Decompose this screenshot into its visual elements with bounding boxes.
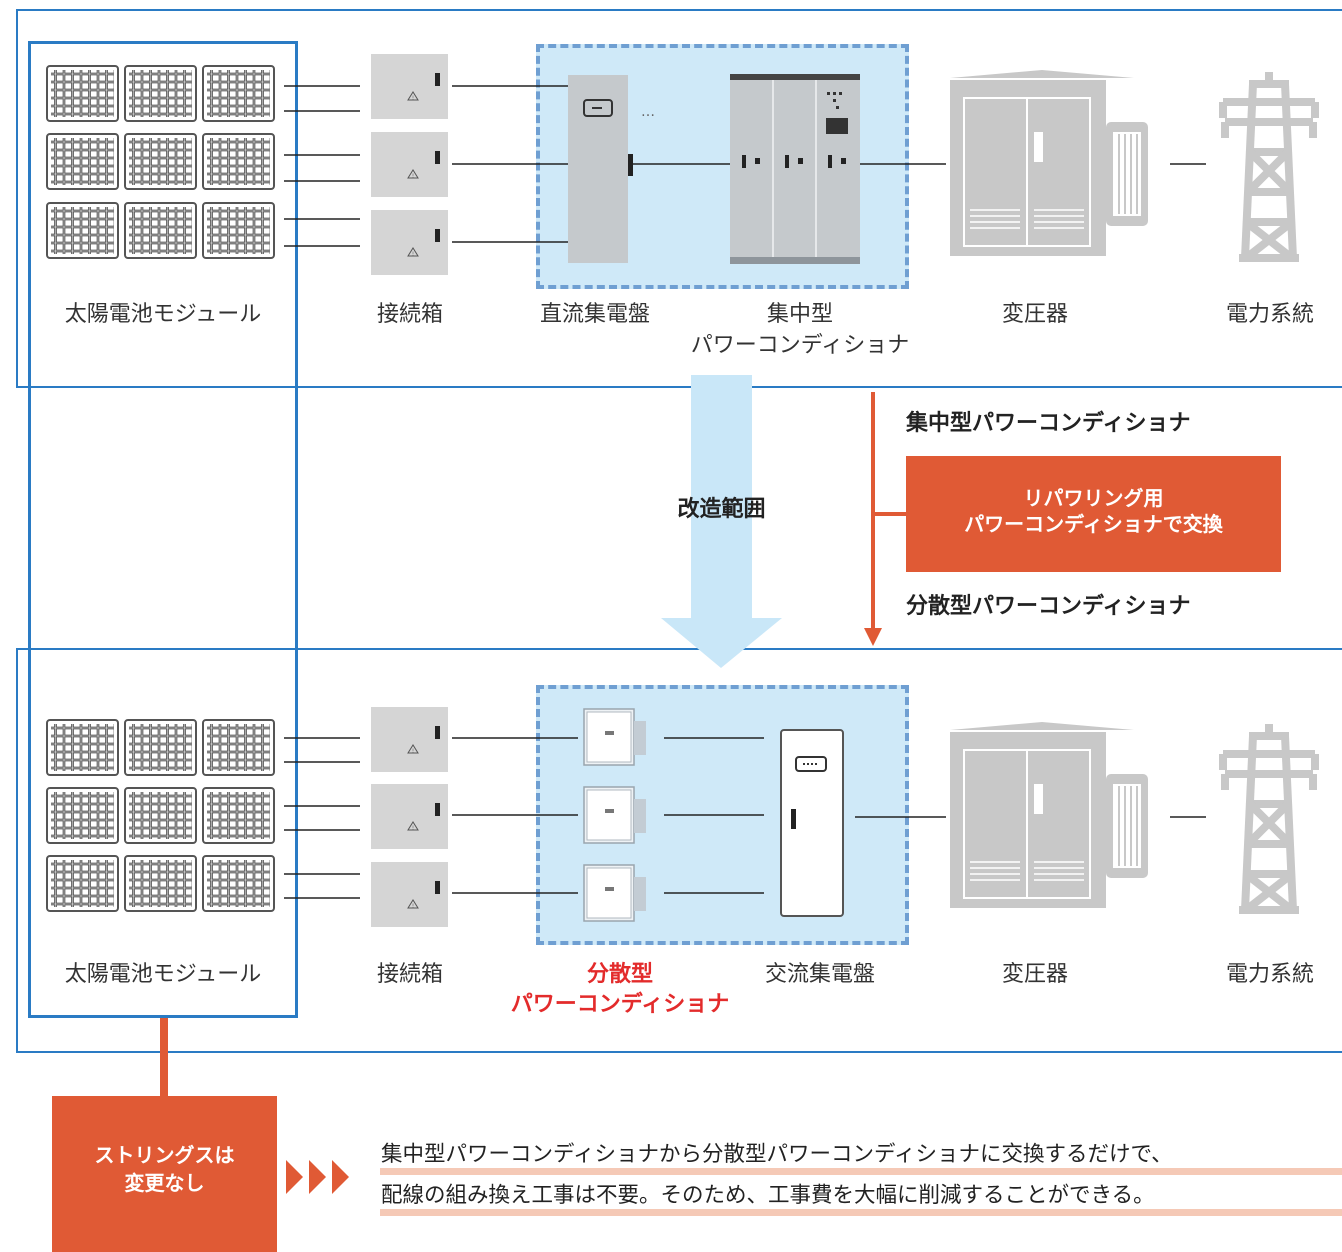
bottom-label-pcs-2: パワーコンディショナ bbox=[510, 992, 730, 1017]
to-string-pcs-label: 分散型パワーコンディショナ bbox=[906, 594, 1191, 619]
modification-scope-label: 改造範囲 bbox=[677, 497, 766, 522]
footer-description-line1: 集中型パワーコンディショナから分散型パワーコンディショナに交換するだけで、 bbox=[381, 1142, 1173, 1167]
top-label-junction-box: 接続箱 bbox=[376, 302, 443, 327]
bottom-label-junction-box: 接続箱 bbox=[376, 962, 443, 987]
modification-scope-arrow bbox=[661, 375, 782, 668]
top-label-pcs-2: パワーコンディショナ bbox=[690, 333, 910, 358]
ac-collector-board bbox=[780, 729, 844, 917]
top-label-pcs-1: 集中型 bbox=[766, 302, 833, 327]
bottom-junction-boxes bbox=[370, 706, 449, 928]
bottom-system-frame bbox=[16, 648, 1342, 1053]
top-label-transformer: 変圧器 bbox=[1001, 302, 1068, 327]
module-strings-frame bbox=[28, 41, 298, 1018]
bottom-label-grid: 電力系統 bbox=[1225, 962, 1314, 987]
bottom-label-ac-board: 交流集電盤 bbox=[764, 962, 875, 987]
desc-highlight-1 bbox=[380, 1168, 1342, 1175]
bottom-label-modules: 太陽電池モジュール bbox=[64, 962, 262, 987]
top-system-frame bbox=[16, 9, 1342, 388]
replacement-badge-line2: パワーコンディショナで交換 bbox=[964, 512, 1223, 536]
bottom-grid-tower-icon bbox=[1223, 724, 1315, 910]
top-grid-tower-icon bbox=[1223, 72, 1315, 258]
top-junction-boxes bbox=[370, 53, 449, 276]
replacement-badge-line1: リパワリング用 bbox=[1023, 486, 1164, 510]
strings-unchanged-badge: ストリングスは 変更なし bbox=[52, 1096, 277, 1252]
bottom-label-transformer: 変圧器 bbox=[1001, 962, 1068, 987]
replacement-arrow bbox=[864, 392, 908, 646]
bottom-solar-modules bbox=[46, 719, 275, 912]
footer-description-line2: 配線の組み換え工事は不要。そのため、工事費を大幅に削減することができる。 bbox=[381, 1183, 1155, 1208]
replacement-badge: リパワリング用 パワーコンディショナで交換 bbox=[906, 456, 1281, 572]
strings-unchanged-line1: ストリングスは bbox=[94, 1143, 235, 1167]
dc-collector-board: … bbox=[568, 75, 655, 263]
bottom-transformer-icon bbox=[949, 721, 1149, 909]
footer-connector bbox=[160, 1018, 168, 1096]
triple-arrow-icon bbox=[286, 1160, 349, 1194]
central-pcs-cabinet bbox=[730, 74, 860, 264]
svg-text:…: … bbox=[641, 104, 655, 120]
top-label-grid: 電力系統 bbox=[1225, 302, 1314, 327]
from-central-pcs-label: 集中型パワーコンディショナ bbox=[906, 411, 1191, 436]
top-label-modules: 太陽電池モジュール bbox=[64, 302, 262, 327]
bottom-label-pcs-1: 分散型 bbox=[586, 962, 653, 987]
top-solar-modules bbox=[46, 65, 275, 259]
strings-unchanged-line2: 変更なし bbox=[124, 1171, 205, 1195]
string-pcs-units bbox=[583, 708, 647, 922]
top-transformer-icon bbox=[949, 69, 1149, 257]
desc-highlight-2 bbox=[380, 1209, 1342, 1216]
top-label-dc-board: 直流集電盤 bbox=[539, 302, 650, 327]
